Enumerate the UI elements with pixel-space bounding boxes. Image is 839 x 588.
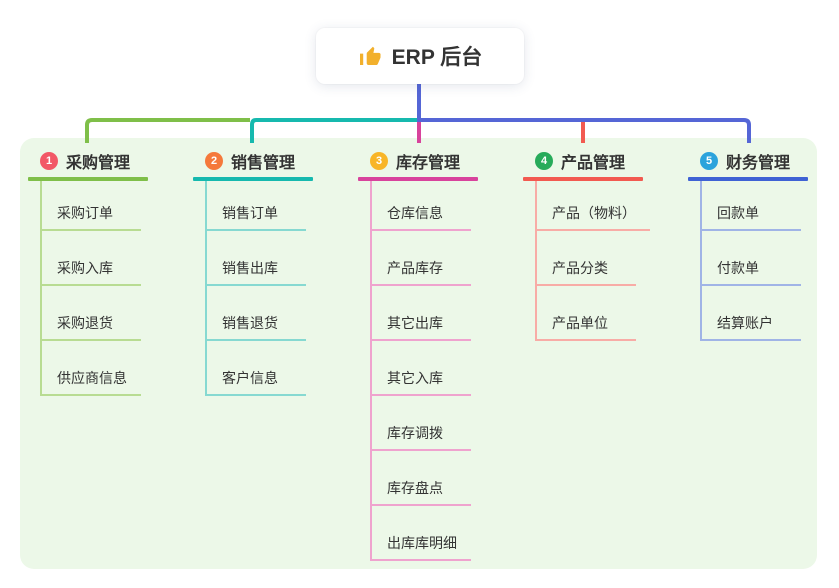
child-label[interactable]: 库存盘点 <box>370 480 471 506</box>
child-label[interactable]: 采购退货 <box>40 315 141 341</box>
child-label[interactable]: 采购订单 <box>40 205 141 231</box>
child-label[interactable]: 出库库明细 <box>370 535 471 561</box>
child-label[interactable]: 其它出库 <box>370 315 471 341</box>
branch-node-finance[interactable]: 5 财务管理 <box>688 147 839 175</box>
branch-node-product[interactable]: 4 产品管理 <box>523 147 683 175</box>
child-label[interactable]: 仓库信息 <box>370 205 471 231</box>
child-node[interactable]: 回款单 <box>700 181 839 231</box>
child-label[interactable]: 客户信息 <box>205 370 306 396</box>
branch-underline <box>688 177 808 181</box>
branch-node-inventory[interactable]: 3 库存管理 <box>358 147 518 175</box>
badge-3: 3 <box>370 152 388 170</box>
branch-label: 产品管理 <box>561 155 626 172</box>
branch-inventory: 3 库存管理 仓库信息 产品库存 其它出库 其它入库 库存调拨 库存盘点 出库库… <box>358 147 518 561</box>
child-node[interactable]: 采购订单 <box>40 181 188 231</box>
child-node[interactable]: 结算账户 <box>700 286 839 341</box>
branch-underline <box>358 177 478 181</box>
child-node[interactable]: 采购入库 <box>40 231 188 286</box>
child-node[interactable]: 产品分类 <box>535 231 683 286</box>
branch-underline <box>193 177 313 181</box>
child-label[interactable]: 结算账户 <box>700 315 801 341</box>
child-label[interactable]: 产品库存 <box>370 260 471 286</box>
branch-node-purchase[interactable]: 1 采购管理 <box>28 147 188 175</box>
branch-children: 采购订单 采购入库 采购退货 供应商信息 <box>40 181 188 396</box>
child-node[interactable]: 产品库存 <box>370 231 518 286</box>
branches-panel <box>20 138 817 569</box>
branch-label: 库存管理 <box>396 155 461 172</box>
branch-label: 采购管理 <box>66 155 131 172</box>
branch-purchase: 1 采购管理 采购订单 采购入库 采购退货 供应商信息 <box>28 147 188 396</box>
child-label[interactable]: 回款单 <box>700 205 801 231</box>
child-node[interactable]: 供应商信息 <box>40 341 188 396</box>
branch-children: 回款单 付款单 结算账户 <box>700 181 839 341</box>
child-node[interactable]: 其它出库 <box>370 286 518 341</box>
branch-product: 4 产品管理 产品（物料） 产品分类 产品单位 <box>523 147 683 341</box>
child-label[interactable]: 采购入库 <box>40 260 141 286</box>
child-node[interactable]: 产品（物料） <box>535 181 683 231</box>
child-node[interactable]: 销售出库 <box>205 231 353 286</box>
child-label[interactable]: 产品单位 <box>535 315 636 341</box>
badge-1: 1 <box>40 152 58 170</box>
branch-finance: 5 财务管理 回款单 付款单 结算账户 <box>688 147 839 341</box>
branch-children: 产品（物料） 产品分类 产品单位 <box>535 181 683 341</box>
child-label[interactable]: 销售订单 <box>205 205 306 231</box>
branch-label: 销售管理 <box>231 155 296 172</box>
child-label[interactable]: 销售退货 <box>205 315 306 341</box>
branch-underline <box>523 177 643 181</box>
child-node[interactable]: 销售退货 <box>205 286 353 341</box>
child-label[interactable]: 其它入库 <box>370 370 471 396</box>
child-node[interactable]: 采购退货 <box>40 286 188 341</box>
root-node-label: ERP 后台 <box>391 46 483 69</box>
child-node[interactable]: 仓库信息 <box>370 181 518 231</box>
branch-label: 财务管理 <box>726 155 791 172</box>
branch-node-sales[interactable]: 2 销售管理 <box>193 147 353 175</box>
child-node[interactable]: 客户信息 <box>205 341 353 396</box>
branch-sales: 2 销售管理 销售订单 销售出库 销售退货 客户信息 <box>193 147 353 396</box>
badge-2: 2 <box>205 152 223 170</box>
child-node[interactable]: 库存调拨 <box>370 396 518 451</box>
badge-4: 4 <box>535 152 553 170</box>
badge-5: 5 <box>700 152 718 170</box>
branch-children: 仓库信息 产品库存 其它出库 其它入库 库存调拨 库存盘点 出库库明细 <box>370 181 518 561</box>
branch-underline <box>28 177 148 181</box>
child-label[interactable]: 销售出库 <box>205 260 306 286</box>
child-label[interactable]: 付款单 <box>700 260 801 286</box>
child-node[interactable]: 其它入库 <box>370 341 518 396</box>
thumbs-up-icon <box>358 44 382 68</box>
branch-children: 销售订单 销售出库 销售退货 客户信息 <box>205 181 353 396</box>
child-node[interactable]: 产品单位 <box>535 286 683 341</box>
child-node[interactable]: 付款单 <box>700 231 839 286</box>
child-node[interactable]: 出库库明细 <box>370 506 518 561</box>
child-label[interactable]: 产品分类 <box>535 260 636 286</box>
child-label[interactable]: 供应商信息 <box>40 370 141 396</box>
child-node[interactable]: 销售订单 <box>205 181 353 231</box>
child-label[interactable]: 产品（物料） <box>535 205 650 231</box>
root-node[interactable]: ERP 后台 <box>316 28 524 84</box>
child-node[interactable]: 库存盘点 <box>370 451 518 506</box>
child-label[interactable]: 库存调拨 <box>370 425 471 451</box>
